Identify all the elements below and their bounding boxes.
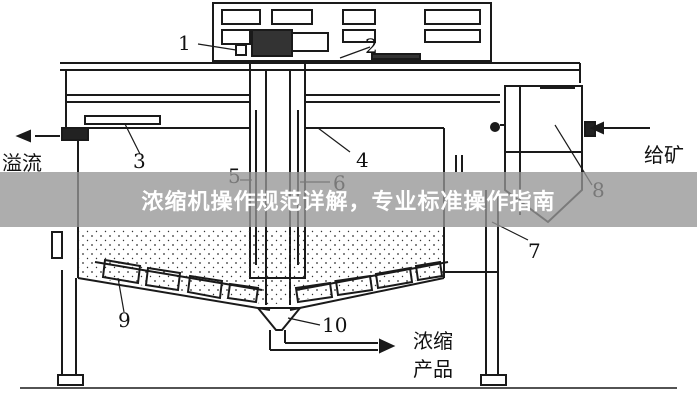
product-pipe <box>270 338 396 354</box>
part-label-2: 2 <box>365 34 378 58</box>
inner-frame <box>305 127 463 172</box>
bridge-truss <box>60 62 581 128</box>
slurry-layer <box>79 228 443 305</box>
part-label-4: 4 <box>356 148 369 172</box>
cone-bottom <box>77 261 449 350</box>
overflow-label: 溢流 <box>2 151 42 175</box>
title-banner: 浓缩机操作规范详解，专业标准操作指南 <box>0 172 697 227</box>
part-label-10: 10 <box>322 313 347 337</box>
flow-labels: 溢流 给矿 浓缩 产品 <box>2 143 684 381</box>
overflow-outlet <box>15 115 161 143</box>
part-label-9: 9 <box>118 308 131 332</box>
part-label-1: 1 <box>178 31 191 55</box>
product-label-line2: 产品 <box>413 357 453 381</box>
feed-label: 给矿 <box>644 143 684 167</box>
supports <box>20 190 677 389</box>
rake-arms <box>101 258 444 304</box>
part-label-3: 3 <box>133 149 146 173</box>
drive-housing <box>212 2 492 62</box>
part-label-7: 7 <box>528 239 541 263</box>
banner-title: 浓缩机操作规范详解，专业标准操作指南 <box>141 189 556 215</box>
product-label-line1: 浓缩 <box>413 329 453 353</box>
